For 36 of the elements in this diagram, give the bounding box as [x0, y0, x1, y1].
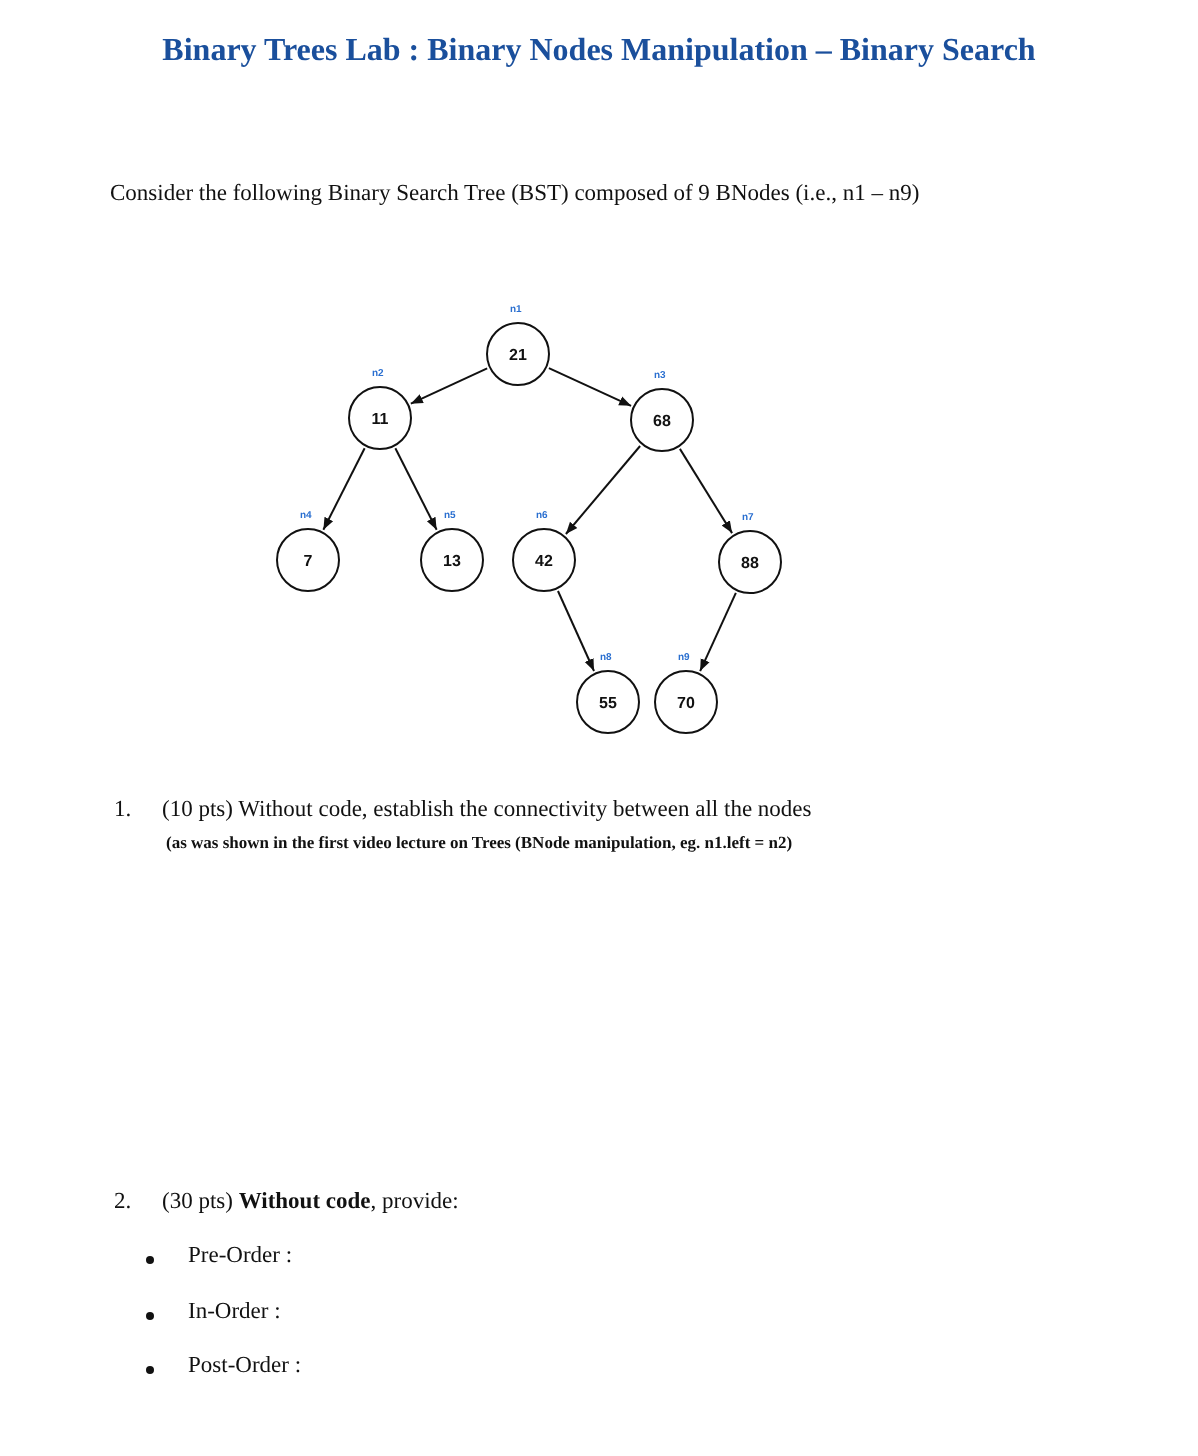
- tree-node-circle: [486, 322, 550, 386]
- node-value: 7: [303, 551, 313, 569]
- node-value: 68: [653, 411, 671, 429]
- arrow: [699, 591, 737, 673]
- tree-node-circle: [276, 528, 340, 592]
- text-line: 1.: [114, 798, 132, 822]
- tree-node-circle: [348, 386, 412, 450]
- arrow: [547, 367, 633, 407]
- arrow: [394, 447, 438, 531]
- node-value: 88: [741, 553, 759, 571]
- node-value: 21: [509, 345, 527, 363]
- list-item-text: Pre-Order :: [188, 1244, 293, 1268]
- tree-node-circle: [654, 670, 718, 734]
- tree-node-circle: [512, 528, 576, 592]
- arrow: [409, 367, 489, 405]
- arrow: [678, 447, 734, 535]
- text-line: (as was shown in the first video lecture on Trees (BNode manipulation, eg. n1.left = n2): [166, 832, 793, 852]
- tree-node-circle: [718, 530, 782, 594]
- node-value: 13: [443, 551, 461, 569]
- tree-node-circle: [630, 388, 694, 452]
- title: Binary Trees Lab : Binary Nodes Manipulation – Binary Search: [160, 34, 1038, 70]
- arrow: [556, 590, 596, 672]
- list-item-text: In-Order :: [188, 1300, 281, 1324]
- tree-node-circle: [420, 528, 484, 592]
- tree-node-circle: [576, 670, 640, 734]
- arrow: [564, 445, 642, 535]
- text-line: Consider the following Binary Search Tree (BST) composed of 9 BNodes (i.e., n1 – n9): [110, 182, 920, 206]
- arrow: [322, 447, 366, 531]
- node-value: 42: [535, 551, 553, 569]
- text-line: (30 pts) Without code, provide:: [162, 1190, 459, 1214]
- node-value: 11: [371, 409, 389, 427]
- list-item-text: Post-Order :: [188, 1354, 302, 1378]
- node-value: 55: [599, 693, 617, 711]
- text-line: 2.: [114, 1190, 132, 1214]
- node-value: 70: [677, 693, 695, 711]
- text-line: (10 pts) Without code, establish the connectivity between all the nodes: [162, 798, 812, 822]
